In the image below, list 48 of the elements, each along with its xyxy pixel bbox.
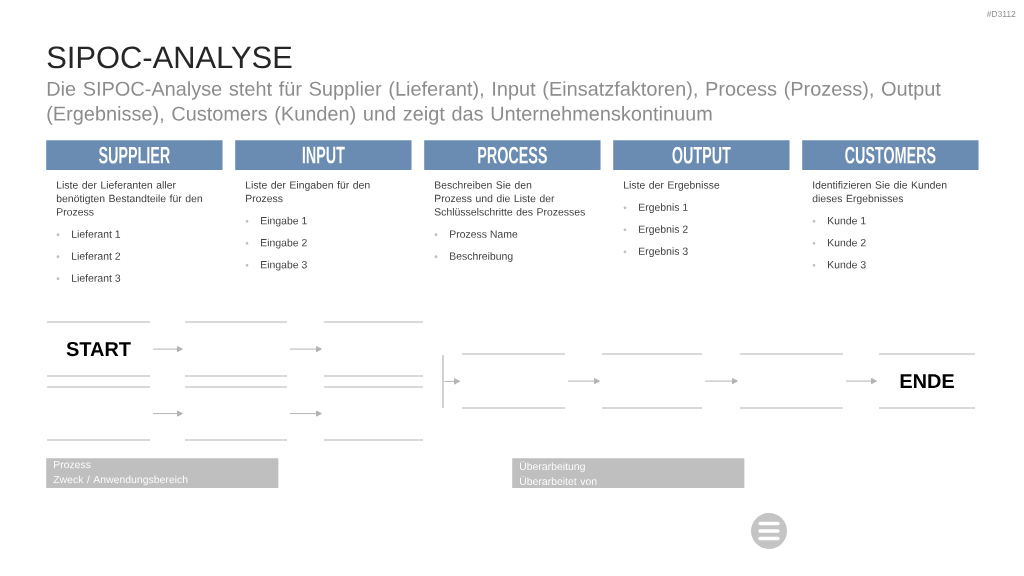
step-box bbox=[601, 353, 703, 409]
list-item: Prozess Name bbox=[450, 230, 518, 238]
info-bar: Überarbeitung Überarbeitet von bbox=[512, 458, 745, 489]
slide-code: #D3112 bbox=[986, 11, 1016, 17]
list-item: Lieferant 2 bbox=[72, 252, 121, 260]
step-box bbox=[46, 386, 151, 441]
list-item: Kunde 3 bbox=[828, 260, 866, 269]
list-item: Beschreibung bbox=[450, 252, 513, 262]
step-box bbox=[184, 386, 288, 441]
step-box bbox=[323, 386, 424, 441]
terminal-label: ENDE bbox=[900, 374, 954, 388]
column-header: INPUT bbox=[235, 140, 412, 171]
list-item: Eingabe 1 bbox=[261, 216, 307, 227]
list-item: Lieferant 1 bbox=[72, 230, 121, 238]
arrow bbox=[152, 410, 183, 417]
arrow bbox=[443, 378, 460, 385]
list-item: Ergebnis 3 bbox=[639, 247, 688, 257]
title: SIPOC-ANALYSE bbox=[47, 46, 292, 69]
column-header: PROCESS bbox=[424, 140, 601, 171]
column-description: Liste der Eingaben für den Prozess bbox=[246, 181, 370, 203]
arrow bbox=[289, 410, 322, 417]
step-box bbox=[739, 353, 844, 409]
step-box bbox=[184, 321, 288, 377]
list-item: Eingabe 3 bbox=[261, 260, 307, 271]
subtitle: Die SIPOC-Analyse steht für Supplier (Lieferant), Input (Einsatzfaktoren), Process (Prozess), Output (Ergebnisse), Customers (Kunden) und zeigt das Unternehmenskontinuum bbox=[47, 81, 941, 125]
list-item: Lieferant 3 bbox=[72, 274, 121, 282]
arrow bbox=[152, 346, 183, 353]
column-description: Liste der Lieferanten aller benötigten Bestandteile für den Prozess bbox=[56, 181, 203, 216]
list-item: Eingabe 2 bbox=[261, 238, 307, 249]
column-description: Liste der Ergebnisse bbox=[624, 181, 720, 191]
arrow bbox=[567, 378, 600, 385]
arrow bbox=[289, 346, 322, 353]
column-description: Identifizieren Sie die Kunden dieses Ergebnisses bbox=[812, 181, 947, 205]
vertical-line bbox=[442, 354, 444, 409]
column-description: Beschreiben Sie den Prozess und die Liste der Schlüsselschritte des Prozesses bbox=[434, 181, 585, 216]
column-header: OUTPUT bbox=[613, 140, 790, 171]
column-header: SUPPLIER bbox=[46, 140, 223, 171]
arrow bbox=[845, 378, 877, 385]
list-item: Kunde 1 bbox=[828, 216, 866, 225]
column-header: CUSTOMERS bbox=[802, 140, 979, 171]
terminal-label: START bbox=[66, 342, 131, 357]
list-item: Ergebnis 1 bbox=[639, 203, 688, 213]
step-box bbox=[461, 353, 566, 409]
list-item: Ergebnis 2 bbox=[639, 225, 688, 235]
arrow bbox=[704, 378, 738, 385]
list-item: Kunde 2 bbox=[828, 238, 866, 247]
step-box bbox=[323, 321, 424, 377]
info-bar: Prozess Zweck / Anwendungsbereich bbox=[46, 458, 279, 489]
